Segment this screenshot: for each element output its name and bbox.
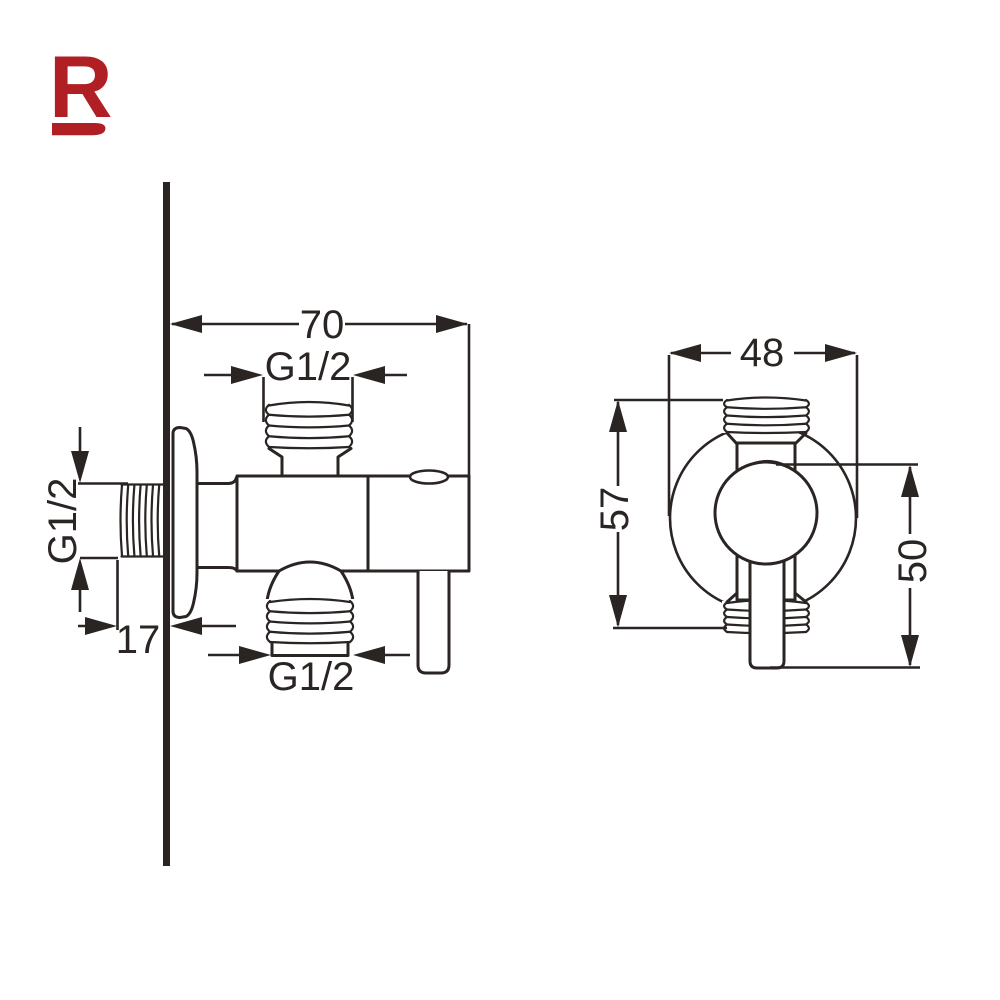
screw-detail [408, 469, 450, 485]
dim-label-57: 57 [593, 487, 637, 532]
escutcheon [171, 426, 199, 619]
valve-body [235, 469, 471, 573]
front-top-thread [722, 396, 811, 446]
dim-flange-width: 48 [667, 331, 859, 518]
logo: R [49, 37, 113, 136]
collar [195, 476, 238, 572]
dim-label-50: 50 [891, 539, 935, 584]
logo-letter: R [49, 37, 113, 136]
dim-thread-span: 57 [593, 398, 727, 630]
top-port [264, 400, 354, 478]
dim-label-48: 48 [740, 331, 785, 375]
dim-label-g12-bottom: G1/2 [268, 655, 355, 699]
dim-bottom-thread: G1/2 [208, 646, 410, 699]
front-view: 48 57 50 [593, 331, 935, 670]
top-port-thread [264, 400, 354, 450]
dim-overall-width: 70 [170, 303, 471, 480]
dim-inlet-thread: G1/2 [41, 427, 128, 612]
dim-label-70: 70 [300, 303, 345, 347]
dim-wall-offset: 17 [78, 560, 236, 662]
handle-lever-side [416, 571, 451, 675]
dim-label-g12-inlet: G1/2 [41, 478, 85, 565]
bottom-port-thread [265, 597, 355, 645]
bottom-port [265, 560, 355, 657]
logo-underline [52, 123, 106, 136]
dim-handle-drop: 50 [770, 463, 935, 669]
dim-label-17: 17 [116, 618, 161, 662]
dim-label-g12-top: G1/2 [265, 345, 352, 389]
inlet-pipe-thread [119, 483, 166, 558]
handle-knob [713, 460, 819, 566]
dim-top-thread: G1/2 [204, 345, 407, 422]
side-view: 70 G1/2 G1/2 17 [41, 182, 471, 866]
